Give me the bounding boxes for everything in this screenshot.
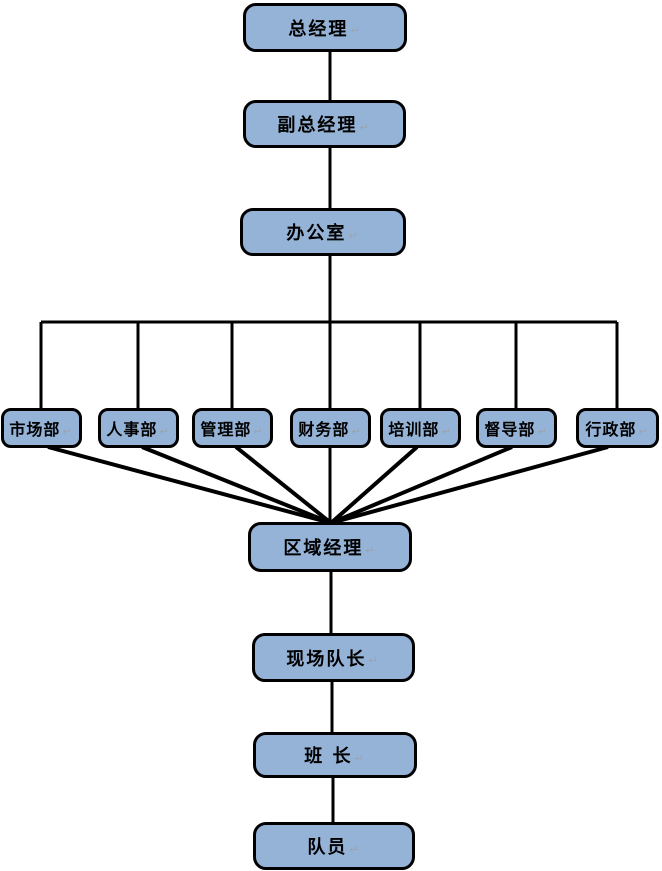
paragraph-mark: ↵ [537,424,548,438]
connector-line [234,445,333,525]
org-node-site-captain[interactable]: 现场队长↵ [251,633,415,682]
org-node-label: 区域经理 [283,538,364,559]
org-node-label: 培训部 [388,420,440,439]
org-node-training-dept[interactable]: 培训部↵ [379,408,461,448]
paragraph-mark: ↵ [348,228,360,242]
org-node-label: 财务部 [298,420,350,439]
paragraph-mark: ↵ [350,24,362,37]
org-node-finance-dept[interactable]: 财务部↵ [289,408,371,448]
org-node-label: 总经理 [288,18,349,40]
connector-line [329,445,419,525]
org-node-label: 队员 [307,837,348,858]
paragraph-mark: ↵ [638,424,649,438]
org-node-management-dept[interactable]: 管理部↵ [191,408,273,448]
org-node-supervision-dept[interactable]: 督导部↵ [475,408,557,448]
paragraph-mark: ↵ [349,842,361,856]
org-node-general-manager[interactable]: 总经理↵ [243,3,407,52]
org-node-regional-manager[interactable]: 区域经理↵ [248,522,412,572]
org-node-hr-dept[interactable]: 人事部↵ [97,408,179,448]
org-node-office[interactable]: 办公室↵ [240,208,406,256]
org-node-deputy-general-manager[interactable]: 副总经理↵ [242,100,406,148]
org-node-label: 副总经理 [277,115,358,136]
org-node-marketing-dept[interactable]: 市场部↵ [0,408,82,448]
connector-line [330,445,609,525]
org-node-label: 现场队长 [286,648,367,670]
org-node-label: 办公室 [286,223,347,244]
org-node-label: 管理部 [200,420,252,439]
paragraph-mark: ↵ [365,543,377,557]
paragraph-mark: ↵ [159,424,170,438]
connector-line [330,445,513,525]
paragraph-mark: ↵ [368,654,380,667]
paragraph-mark: ↵ [351,424,362,438]
org-node-label: 行政部 [585,420,637,439]
org-node-label: 班 长 [304,746,353,767]
connector-line [141,445,332,525]
connector-line [47,445,332,525]
paragraph-mark: ↵ [359,120,371,134]
paragraph-mark: ↵ [354,751,366,765]
org-node-administration-dept[interactable]: 行政部↵ [575,408,659,448]
paragraph-mark: ↵ [253,424,264,438]
paragraph-mark: ↵ [62,424,73,438]
org-node-label: 市场部 [9,420,61,439]
paragraph-mark: ↵ [441,424,452,438]
org-node-label: 人事部 [106,420,158,439]
org-node-team-member[interactable]: 队员↵ [253,822,415,870]
org-node-label: 督导部 [484,420,536,439]
org-node-squad-leader[interactable]: 班 长↵ [253,732,417,778]
